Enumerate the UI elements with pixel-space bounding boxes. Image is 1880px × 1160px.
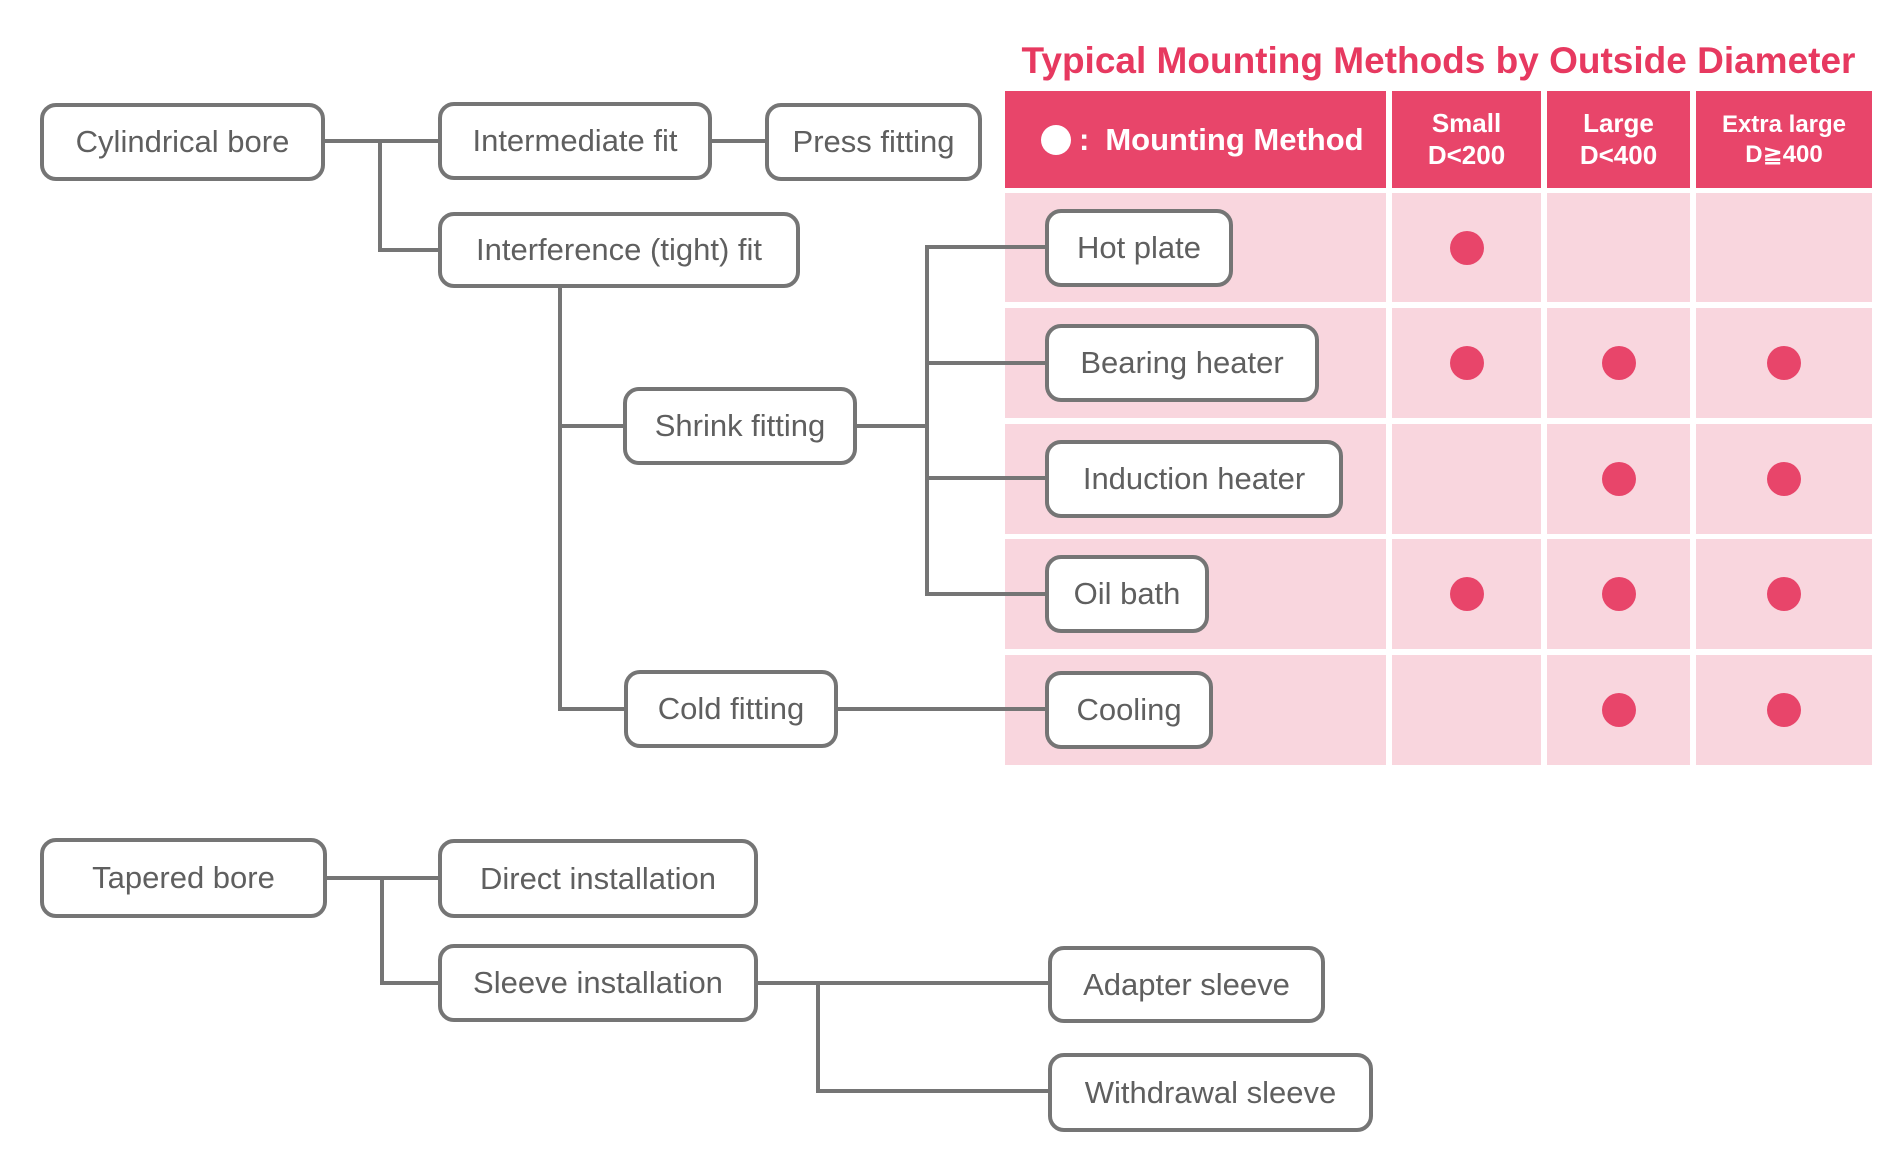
node-adapter-sleeve: Adapter sleeve	[1048, 946, 1325, 1023]
dot-bearing-heater-small	[1450, 346, 1484, 380]
connector-line	[758, 981, 1048, 985]
connector-line	[927, 245, 1046, 249]
dot-hot-plate-small	[1450, 231, 1484, 265]
node-oil-bath: Oil bath	[1045, 555, 1209, 633]
dot-induction-heater-extra-large	[1767, 462, 1801, 496]
node-tapered-bore: Tapered bore	[40, 838, 327, 918]
cell-hot-plate-large	[1547, 193, 1690, 302]
dot-oil-bath-large	[1602, 577, 1636, 611]
connector-line	[560, 424, 623, 428]
connector-line	[558, 284, 562, 711]
connector-line	[927, 476, 1046, 480]
node-press-fitting: Press fitting	[765, 103, 982, 181]
connector-line	[927, 592, 1046, 596]
connector-line	[927, 361, 1046, 365]
dot-induction-heater-large	[1602, 462, 1636, 496]
connector-line	[378, 139, 382, 252]
legend-separator: :	[1079, 121, 1090, 157]
mounting-method-dot-icon	[1041, 124, 1071, 155]
node-cylindrical-bore: Cylindrical bore	[40, 103, 325, 181]
connector-line	[816, 981, 820, 1093]
node-withdrawal-sleeve: Withdrawal sleeve	[1048, 1053, 1373, 1132]
dot-cooling-extra-large	[1767, 693, 1801, 727]
connector-line	[382, 981, 438, 985]
node-direct-installation: Direct installation	[438, 839, 758, 918]
dot-oil-bath-small	[1450, 577, 1484, 611]
connector-line	[838, 707, 1045, 711]
node-induction-heater: Induction heater	[1045, 440, 1343, 518]
node-hot-plate: Hot plate	[1045, 209, 1233, 287]
connector-line	[380, 876, 384, 985]
table-title: Typical Mounting Methods by Outside Diam…	[1021, 40, 1856, 81]
node-intermediate-fit: Intermediate fit	[438, 102, 712, 180]
connector-line	[925, 245, 929, 596]
connector-line	[560, 707, 624, 711]
connector-line	[380, 248, 438, 252]
connector-line	[857, 424, 927, 428]
node-cooling: Cooling	[1045, 671, 1213, 749]
node-bearing-heater: Bearing heater	[1045, 324, 1319, 402]
header-mounting-method: : Mounting Method	[1005, 91, 1386, 188]
dot-bearing-heater-large	[1602, 346, 1636, 380]
connector-line	[712, 139, 765, 143]
cell-induction-heater-small	[1392, 424, 1541, 534]
node-cold-fitting: Cold fitting	[624, 670, 838, 748]
cell-hot-plate-extra-large	[1696, 193, 1872, 302]
dot-bearing-heater-extra-large	[1767, 346, 1801, 380]
dot-cooling-large	[1602, 693, 1636, 727]
node-interference-fit: Interference (tight) fit	[438, 212, 800, 288]
connector-line	[818, 1089, 1048, 1093]
node-sleeve-installation: Sleeve installation	[438, 944, 758, 1022]
legend: : Mounting Method	[1005, 122, 1386, 158]
dot-oil-bath-extra-large	[1767, 577, 1801, 611]
legend-label: Mounting Method	[1105, 121, 1364, 157]
cell-cooling-small	[1392, 655, 1541, 765]
node-shrink-fitting: Shrink fitting	[623, 387, 857, 465]
